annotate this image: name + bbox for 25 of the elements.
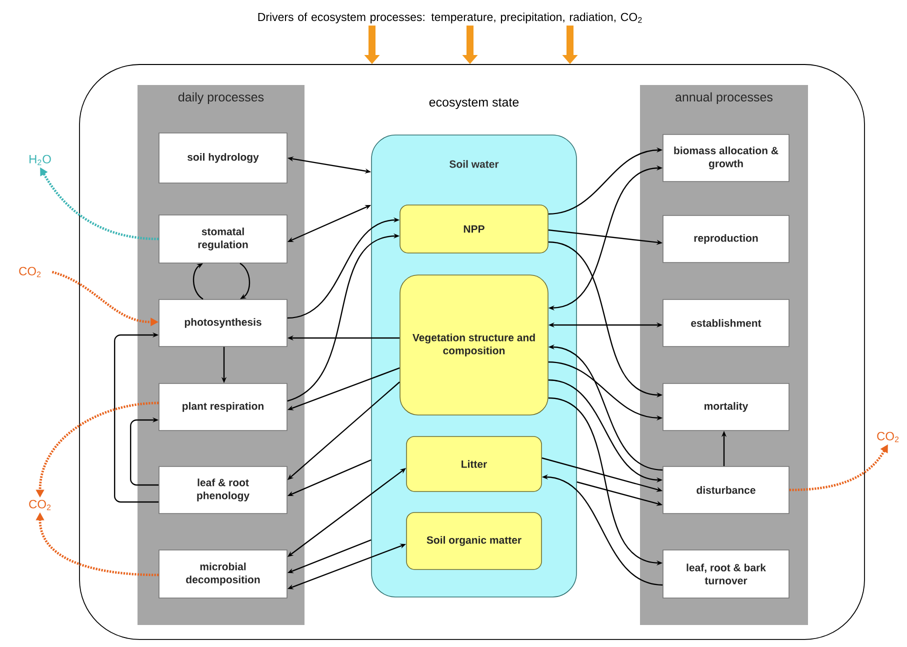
process-box: soil hydrology [158, 132, 288, 184]
process-box: disturbance [662, 466, 790, 514]
state-box: NPP [400, 204, 548, 254]
process-box: biomass allocation & growth [662, 134, 790, 182]
driver-text: Drivers of ecosystem processes: temperature, precipitation, radiation, CO$_{2}$ [258, 12, 642, 24]
arrow [130, 417, 159, 486]
process-box: plant respiration [158, 383, 288, 431]
flux-label: CO$_{2}$ [29, 500, 51, 510]
state-box: Soil organic matter [406, 512, 542, 570]
flux-label: CO$_{2}$ [19, 266, 41, 278]
process-box: leaf, root & bark turnover [662, 550, 790, 598]
container-frame [79, 64, 865, 640]
process-box: microbial decomposition [158, 550, 288, 598]
process-box: leaf & root phenology [158, 466, 288, 514]
state-box: Litter [406, 436, 542, 492]
flux-label: CO$_{2}$ [877, 432, 899, 442]
process-box: mortality [662, 383, 790, 431]
node-label: ecosystem state [429, 98, 519, 110]
process-box: photosynthesis [158, 299, 288, 347]
process-box: reproduction [662, 215, 790, 263]
flux-label: H$_{2}$O [30, 154, 51, 166]
process-box: stomatal regulation [158, 214, 288, 264]
arrow [114, 332, 159, 503]
state-box: Vegetation structure and composition [400, 274, 548, 416]
process-box: establishment [662, 299, 790, 347]
